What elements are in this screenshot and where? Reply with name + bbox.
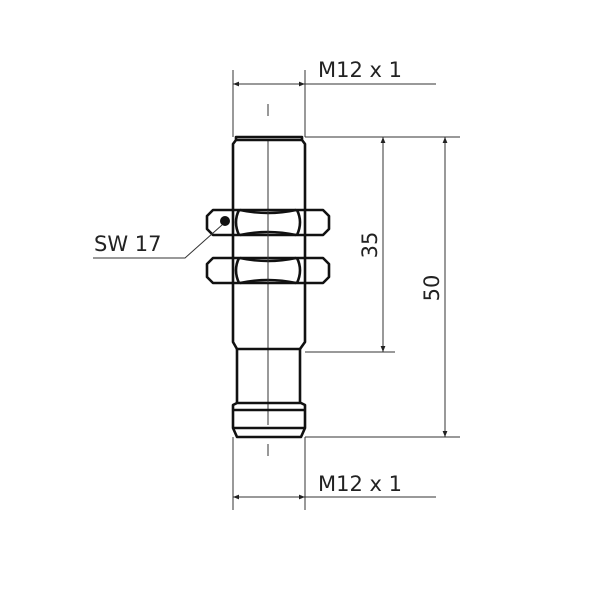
wrench-size-label: SW 17 (94, 232, 162, 256)
marker-dot (220, 216, 230, 226)
dim-35-label: 35 (358, 232, 382, 259)
wrench-size-leader (93, 224, 223, 259)
dimension-thread-top (232, 70, 436, 137)
dimension-50 (305, 137, 460, 438)
thread-top-label: M12 x 1 (318, 58, 402, 82)
dimension-thread-bottom (232, 437, 436, 510)
dim-50-label: 50 (420, 275, 444, 302)
dimension-35 (305, 136, 460, 353)
sensor-body (231, 135, 307, 439)
hex-nut-upper (205, 208, 331, 237)
thread-bottom-label: M12 x 1 (318, 472, 402, 496)
